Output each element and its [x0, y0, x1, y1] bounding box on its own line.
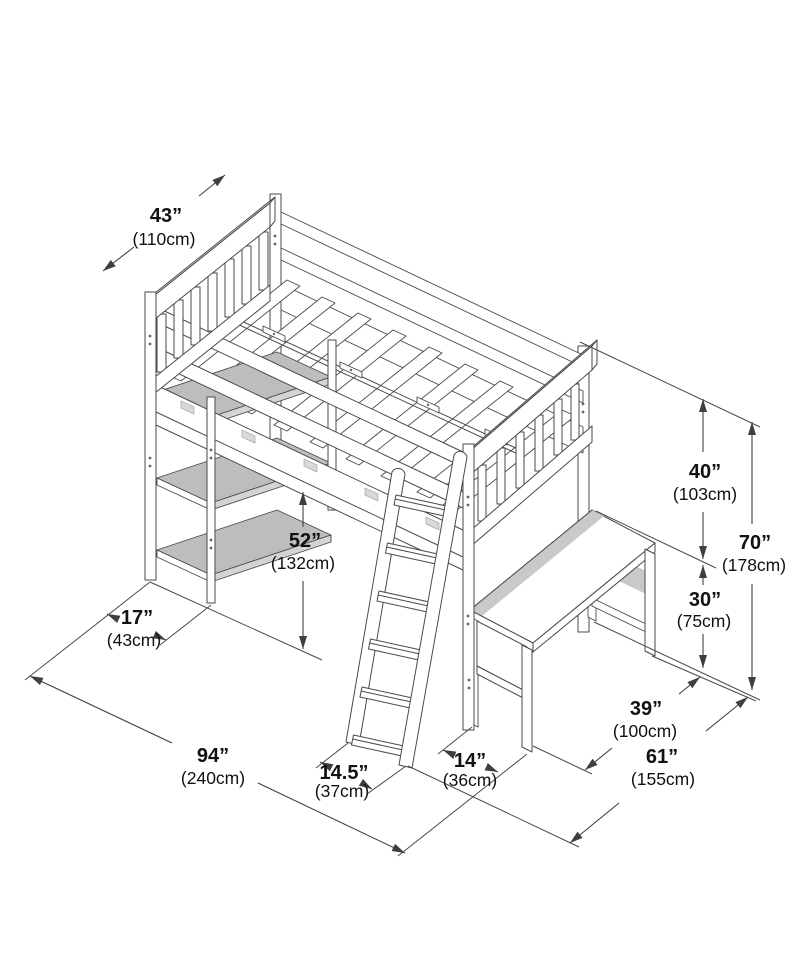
label-rail-to-desktop-in: 40” — [689, 461, 721, 483]
headboard — [144, 196, 276, 581]
label-ladder-footprint-cm: (37cm) — [315, 781, 369, 801]
ladder-right-rail — [398, 450, 468, 769]
dimension-desk-height: 30” (75cm) — [677, 565, 731, 668]
shelf-bottom — [156, 509, 332, 583]
dimension-overall-height: 70” (178cm) — [722, 422, 786, 690]
label-desk-height-cm: (75cm) — [677, 611, 731, 631]
label-overall-height-cm: (178cm) — [722, 555, 786, 575]
dimension-shelf-depth: 17” (43cm) — [106, 607, 167, 650]
dimension-overall-length: 94” (240cm) — [29, 675, 406, 854]
desk — [469, 509, 656, 753]
label-rail-to-desktop-cm: (103cm) — [673, 484, 737, 504]
screw-holes — [148, 234, 585, 690]
label-overall-height-in: 70” — [739, 532, 771, 554]
footboard — [462, 339, 598, 554]
shelf-front-post — [206, 396, 216, 604]
label-desk-depth-in: 14” — [454, 750, 486, 772]
head-front-post — [144, 291, 157, 581]
label-shelf-depth-in: 17” — [121, 607, 153, 629]
extension-lines — [24, 341, 761, 857]
label-overall-depth-cm: (155cm) — [631, 769, 695, 789]
label-overall-length-cm: (240cm) — [181, 768, 245, 788]
dimension-headboard-width: 43” (110cm) — [102, 174, 226, 272]
metal-support-rail — [234, 317, 521, 456]
dimension-underbed-clearance: 52” (132cm) — [271, 492, 335, 649]
label-underbed-clearance-cm: (132cm) — [271, 553, 335, 573]
label-headboard-width-cm: (110cm) — [133, 229, 196, 249]
ladder — [345, 450, 468, 769]
dimensions: 43” (110cm) 40” (103cm) 70” (178cm) 30” … — [29, 174, 786, 854]
label-desk-height-in: 30” — [689, 589, 721, 611]
dimension-overall-depth: 61” (155cm) — [569, 696, 749, 844]
label-headboard-width-in: 43” — [150, 205, 182, 227]
dimension-rail-to-desktop: 40” (103cm) — [673, 399, 737, 559]
label-desk-depth-cm: (36cm) — [443, 770, 497, 790]
loft-bed-drawing — [144, 193, 656, 769]
ladder-left-rail — [345, 467, 406, 746]
label-overall-depth-in: 61” — [646, 746, 678, 768]
label-desk-length-cm: (100cm) — [613, 721, 677, 741]
label-desk-length-in: 39” — [630, 698, 662, 720]
label-underbed-clearance-in: 52” — [289, 530, 321, 552]
label-ladder-footprint-in: 14.5” — [320, 762, 369, 784]
label-shelf-depth-cm: (43cm) — [107, 630, 161, 650]
label-overall-length-in: 94” — [197, 745, 229, 767]
dimension-desk-length: 39” (100cm) — [584, 676, 701, 771]
dimension-ladder-footprint: 14.5” (37cm) — [315, 761, 373, 801]
shelf-back-post — [327, 339, 337, 511]
dimension-desk-depth: 14” (36cm) — [443, 749, 499, 790]
